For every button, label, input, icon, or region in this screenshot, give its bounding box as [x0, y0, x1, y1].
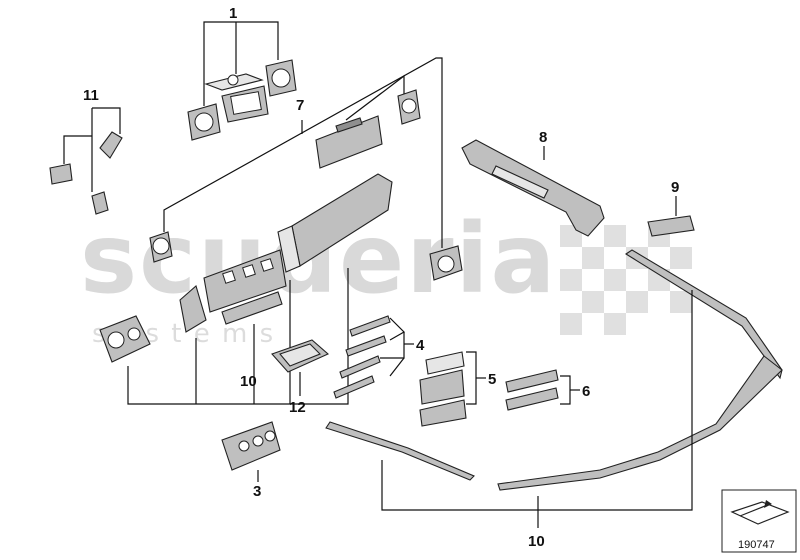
part-10-long-trim-strips: 10 — [325, 249, 783, 550]
part-5-door-trim-panels: 5 — [419, 351, 496, 427]
callout-10-b: 10 — [528, 533, 545, 550]
part-12-storage-tray: 12 — [271, 339, 330, 416]
watermark-checker-flag — [560, 225, 692, 335]
callout-7: 7 — [296, 97, 304, 114]
callout-1: 1 — [229, 5, 237, 22]
callout-12: 12 — [289, 399, 306, 416]
part-10-lower-trim-lead-a: 10 — [127, 268, 349, 405]
part-8-dash-trim-bar: 8 — [461, 129, 605, 237]
callout-10-a: 10 — [240, 373, 257, 390]
callout-3: 3 — [253, 483, 261, 500]
reference-box: 190747 — [721, 489, 797, 553]
part-7-dash-trim-set: 7 — [99, 57, 463, 363]
part-3-control-panel-trim: 3 — [221, 421, 281, 500]
part-11-side-vents: 11 — [49, 87, 123, 215]
part-4-trim-strips: 4 — [333, 315, 425, 399]
callout-5: 5 — [488, 371, 496, 388]
watermark: scuderia s y s t e m s — [80, 203, 692, 349]
callout-8: 8 — [539, 129, 547, 146]
callout-11: 11 — [83, 87, 99, 104]
callout-9: 9 — [671, 179, 679, 196]
view-direction-arrow-icon — [730, 500, 790, 525]
part-6-trim-strips: 6 — [505, 369, 590, 411]
part-9-small-trim: 9 — [647, 179, 695, 237]
callout-6: 6 — [582, 383, 590, 400]
part-1-center-trim-set: 1 — [187, 5, 297, 141]
reference-number: 190747 — [738, 539, 775, 551]
callout-4: 4 — [416, 337, 425, 354]
